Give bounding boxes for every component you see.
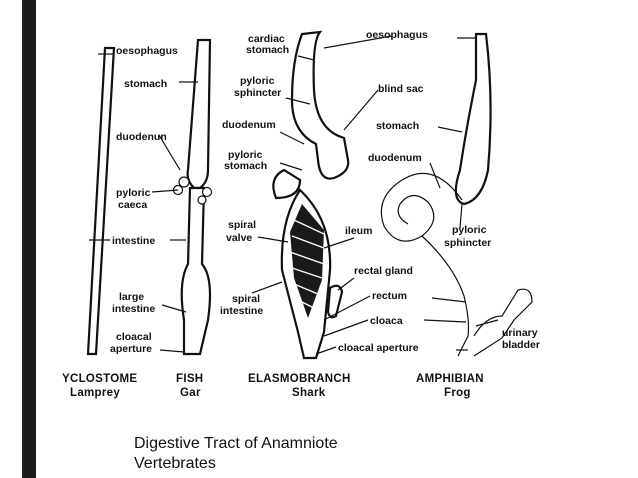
label-shark-cloacal-aperture: cloacal aperture xyxy=(338,342,419,354)
label-shark-ileum: ileum xyxy=(345,225,372,237)
label-frog-duodenum: duodenum xyxy=(368,152,422,164)
group-amphibian-class: AMPHIBIAN xyxy=(416,373,484,385)
group-amphibian-example: Frog xyxy=(444,387,471,399)
group-fish-example: Gar xyxy=(180,387,201,399)
label-shark-spiral-valve-2: valve xyxy=(226,232,252,244)
label-frog-urinary-bladder-2: bladder xyxy=(502,339,540,351)
group-elasmobranch-class: ELASMOBRANCH xyxy=(248,373,351,385)
digestive-tract-figure: oesophagus stomach duodenun pyloric caec… xyxy=(62,20,558,418)
label-shark-pyloric-stomach-2: stomach xyxy=(224,160,267,172)
label-shark-pyloric-sphincter-2: sphincter xyxy=(234,87,281,99)
lamprey-tract xyxy=(86,46,116,356)
group-fish-class: FISH xyxy=(176,373,203,385)
label-shark-rectal-gland: rectal gland xyxy=(354,265,413,277)
label-gar-duodenum: duodenun xyxy=(116,131,167,143)
label-frog-pyloric-sphincter-2: sphincter xyxy=(444,237,491,249)
label-shark-rectum: rectum xyxy=(372,290,407,302)
label-gar-pyloric-caeca-2: caeca xyxy=(118,199,147,211)
label-shark-duodenum: duodenum xyxy=(222,119,276,131)
pointer-lines xyxy=(89,35,499,355)
label-frog-oesophagus: oesophagus xyxy=(366,29,428,41)
diagram-svg: oesophagus stomach duodenun pyloric caec… xyxy=(62,29,540,399)
slide-accent-bar xyxy=(22,0,36,478)
group-elasmobranch-example: Shark xyxy=(292,387,326,399)
label-frog-stomach: stomach xyxy=(376,120,419,132)
label-lamprey-oesophagus: oesophagus xyxy=(116,45,178,57)
label-gar-pyloric-caeca-1: pyloric xyxy=(116,187,151,199)
shark-tract xyxy=(272,30,350,360)
label-shark-spiral-intestine-1: spiral xyxy=(232,293,260,305)
pyloric-caeca-blob xyxy=(178,176,190,188)
caption-line-1: Digestive Tract of Anamniote xyxy=(134,435,338,452)
group-cyclostome-example: Lamprey xyxy=(70,387,120,399)
label-shark-pyloric-sphincter-1: pyloric xyxy=(240,75,275,87)
label-gar-intestine: intestine xyxy=(112,235,155,247)
label-gar-cloacal-aperture-2: aperture xyxy=(110,343,152,355)
frog-tract xyxy=(380,32,533,357)
label-frog-pyloric-sphincter-1: pyloric xyxy=(452,224,487,236)
label-shark-cloaca: cloaca xyxy=(370,315,403,327)
label-shark-pyloric-stomach-1: pyloric xyxy=(228,149,263,161)
figure-caption: Digestive Tract of Anamniote Vertebrates xyxy=(134,434,464,474)
label-gar-large-intestine-1: large xyxy=(119,291,144,303)
label-gar-large-intestine-2: intestine xyxy=(112,303,155,315)
label-shark-spiral-intestine-2: intestine xyxy=(220,305,263,317)
gar-tract xyxy=(172,38,213,356)
label-frog-blind-sac: blind sac xyxy=(378,83,424,95)
label-frog-urinary-bladder-1: urinary xyxy=(502,327,538,339)
caption-line-2: Vertebrates xyxy=(134,455,216,472)
group-cyclostome-class: YCLOSTOME xyxy=(62,373,137,385)
label-shark-cardiac-stomach-1: cardiac xyxy=(248,33,285,45)
label-gar-stomach: stomach xyxy=(124,78,167,90)
label-gar-cloacal-aperture-1: cloacal xyxy=(116,331,152,343)
spiral-valve-shape xyxy=(290,204,324,318)
label-shark-cardiac-stomach-2: stomach xyxy=(246,44,289,56)
label-shark-spiral-valve-1: spiral xyxy=(228,219,256,231)
